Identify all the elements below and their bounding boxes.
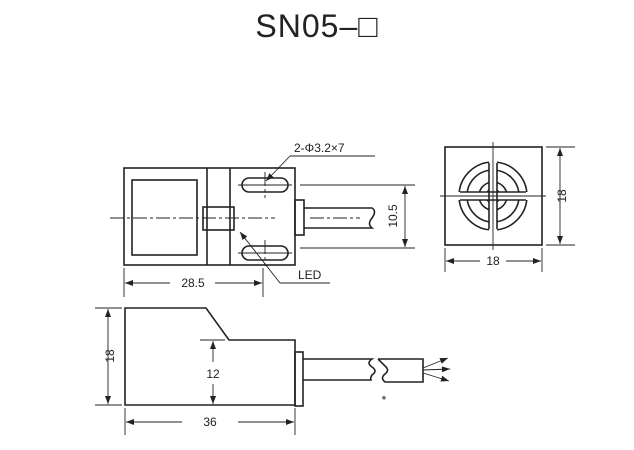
dim-height-label: 10.5	[386, 204, 400, 228]
cable-gland	[294, 199, 305, 236]
led-label: LED	[298, 268, 322, 282]
cable	[303, 358, 376, 381]
hole-note: 2-Φ3.2×7	[294, 141, 345, 155]
dim-height-label: 18	[555, 189, 569, 203]
body-outline	[124, 307, 296, 406]
cable-gland	[294, 351, 304, 407]
body-outline	[123, 167, 296, 266]
dim-length-label: 28.5	[181, 276, 205, 290]
led-window	[202, 206, 235, 231]
side-view: * 18 12 36	[95, 307, 451, 435]
top-view: 10.5 2-Φ3.2×7 LED 28.5	[110, 141, 415, 297]
dim-width-label: 18	[486, 254, 500, 268]
model-title: SN05–□	[255, 8, 379, 44]
dim-height-label: 18	[103, 349, 117, 363]
cable-note: *	[382, 393, 387, 407]
dim-length-label: 36	[203, 415, 217, 429]
cable-end	[377, 358, 424, 383]
dim-step-label: 12	[206, 367, 220, 381]
cable	[304, 207, 376, 229]
end-view: 18 18	[440, 142, 575, 272]
sensing-face	[131, 179, 198, 256]
